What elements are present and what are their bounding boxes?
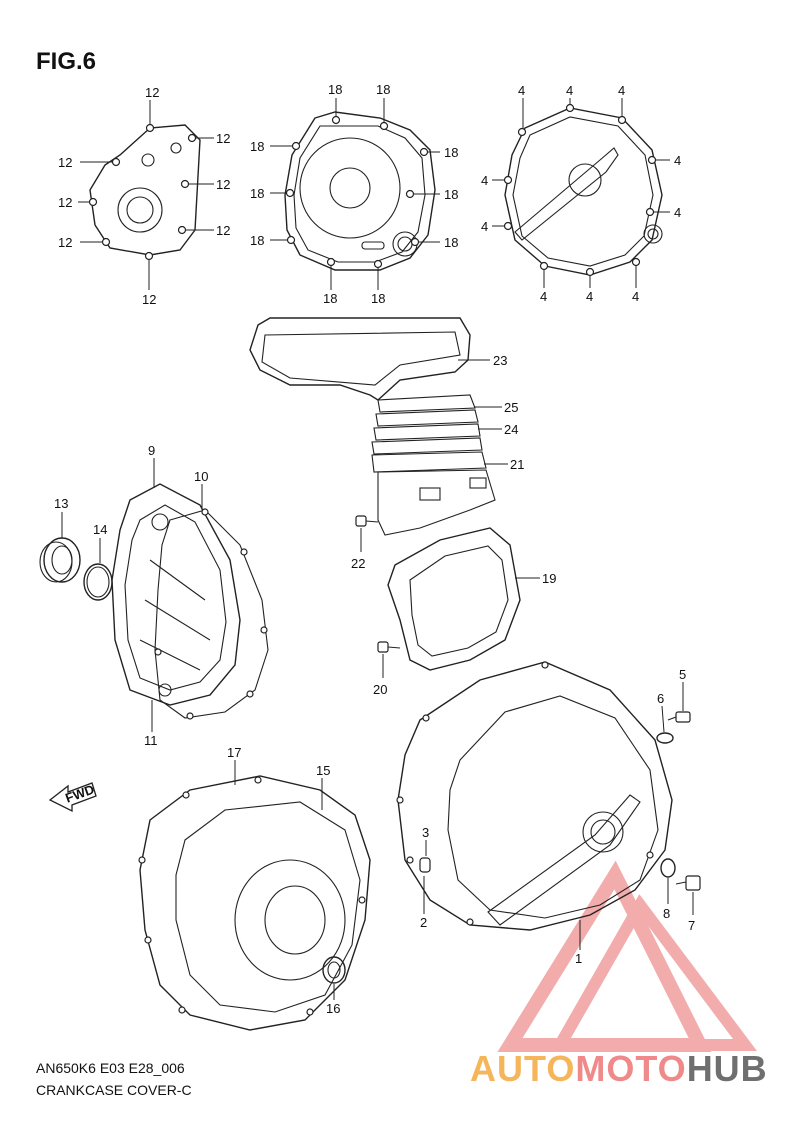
callout-7: 7: [688, 918, 695, 933]
watermark-logo: [497, 860, 757, 1052]
part-19-shroud: [387, 527, 540, 671]
callout-3: 3: [422, 825, 429, 840]
callout-18: 18: [250, 139, 264, 154]
callout-12: 12: [58, 235, 72, 250]
callout-18: 18: [328, 82, 342, 97]
callout-18: 18: [250, 233, 264, 248]
callout-4: 4: [586, 289, 593, 304]
callout-14: 14: [93, 522, 107, 537]
callout-1: 1: [575, 951, 582, 966]
part-3-pin: [419, 840, 431, 873]
callout-4: 4: [540, 289, 547, 304]
callout-12: 12: [216, 177, 230, 192]
callout-4: 4: [618, 83, 625, 98]
callout-18: 18: [323, 291, 337, 306]
callout-4: 4: [674, 153, 681, 168]
part-14-oring: [83, 538, 113, 601]
section-name: CRANKCASE COVER-C: [36, 1082, 192, 1098]
part-8-washer: [660, 858, 676, 904]
part-5-bolt: [667, 682, 691, 723]
part-12-cover: [88, 123, 201, 261]
callout-18: 18: [376, 82, 390, 97]
part-16-plug: [322, 956, 346, 1000]
leaders-12: [78, 100, 214, 290]
leaders-18: [270, 98, 440, 290]
callout-21: 21: [510, 457, 524, 472]
callout-12: 12: [216, 223, 230, 238]
part-22-bolt: [355, 515, 379, 552]
watermark-part-hub: HUB: [686, 1048, 768, 1089]
callout-16: 16: [326, 1001, 340, 1016]
part-7-bolt: [675, 875, 701, 915]
callout-10: 10: [194, 469, 208, 484]
part-15-cover: [175, 778, 361, 1013]
callout-12: 12: [145, 85, 159, 100]
figure-title: FIG.6: [36, 48, 97, 75]
leaders-4: [492, 98, 670, 288]
callout-9: 9: [148, 443, 155, 458]
part-9-cover: [111, 483, 241, 706]
callout-labels: 12 12 12 12 12 12 12 12 18 18 18 18 18 1…: [54, 82, 695, 1016]
callout-25: 25: [504, 400, 518, 415]
part-10-gasket: [151, 458, 269, 732]
part-13-seal: [39, 512, 81, 583]
part-18-cover: [284, 111, 436, 271]
callout-20: 20: [373, 682, 387, 697]
watermark-text: AUTOMOTOHUB: [470, 1048, 768, 1090]
callout-4: 4: [518, 83, 525, 98]
callout-18: 18: [444, 187, 458, 202]
callout-4: 4: [481, 173, 488, 188]
model-code: AN650K6 E03 E28_006: [36, 1060, 185, 1076]
callout-24: 24: [504, 422, 518, 437]
callout-18: 18: [444, 235, 458, 250]
watermark-part-moto: MOTO: [575, 1048, 687, 1089]
callout-23: 23: [493, 353, 507, 368]
part-4-gasket: [503, 103, 663, 277]
callout-18: 18: [371, 291, 385, 306]
callout-18: 18: [444, 145, 458, 160]
callout-5: 5: [679, 667, 686, 682]
callout-4: 4: [632, 289, 639, 304]
callout-12: 12: [216, 131, 230, 146]
callout-15: 15: [316, 763, 330, 778]
callout-22: 22: [351, 556, 365, 571]
watermark-part-auto: AUTO: [470, 1048, 576, 1089]
callout-12: 12: [58, 195, 72, 210]
callout-19: 19: [542, 571, 556, 586]
callout-2: 2: [420, 915, 427, 930]
callout-6: 6: [657, 691, 664, 706]
callout-4: 4: [481, 219, 488, 234]
part-23-duct: [249, 317, 496, 536]
part-20-bolt: [377, 641, 401, 678]
part-6-washer: [656, 705, 674, 744]
part-1-cover: [396, 661, 673, 950]
callout-18: 18: [250, 186, 264, 201]
fwd-arrow: [48, 782, 97, 813]
callout-13: 13: [54, 496, 68, 511]
callout-11: 11: [144, 733, 158, 748]
callout-12: 12: [142, 292, 156, 307]
callout-17: 17: [227, 745, 241, 760]
callout-4: 4: [674, 205, 681, 220]
leaders-duct: [458, 359, 508, 465]
callout-8: 8: [663, 906, 670, 921]
callout-4: 4: [566, 83, 573, 98]
callout-12: 12: [58, 155, 72, 170]
part-17-gasket: [138, 760, 371, 1031]
